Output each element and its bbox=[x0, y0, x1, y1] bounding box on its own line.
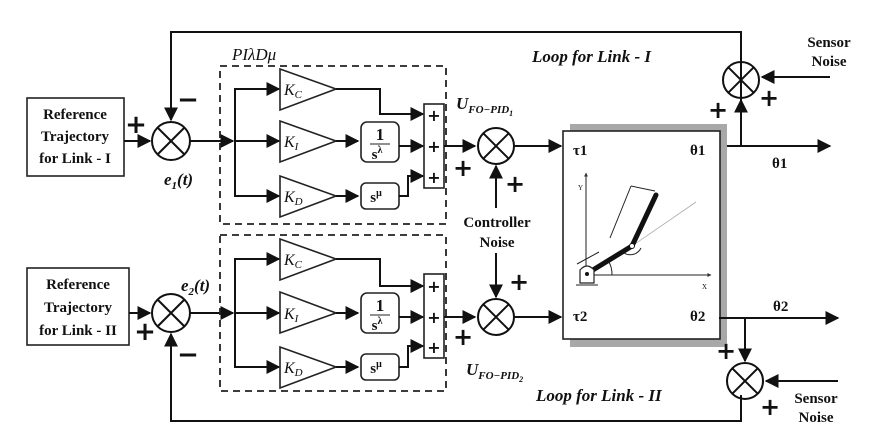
fractional-integrator-1: 1 sλ bbox=[360, 121, 400, 163]
sensor-sign: + bbox=[759, 84, 779, 112]
gain-ki-2: KI bbox=[279, 290, 339, 335]
svg-text:KD: KD bbox=[283, 360, 303, 379]
error-label-1: e1(t) bbox=[164, 170, 193, 192]
svg-text:+: + bbox=[427, 106, 440, 125]
reference-trajectory-block-1: Reference Trajectory for Link - I bbox=[26, 97, 125, 177]
svg-text:1: 1 bbox=[376, 296, 385, 315]
control-sign: + bbox=[453, 323, 473, 351]
error-label-2: e2(t) bbox=[181, 276, 210, 298]
branch-kc bbox=[234, 252, 281, 313]
svg-text:sμ: sμ bbox=[370, 188, 382, 206]
ref-line: Trajectory bbox=[41, 129, 110, 145]
svg-text:sλ: sλ bbox=[372, 145, 383, 163]
gain-kd-2: KD bbox=[279, 345, 339, 390]
kc-to-summer bbox=[336, 88, 425, 121]
fractional-differentiator-2: sμ bbox=[360, 353, 400, 381]
ref-sign: + bbox=[134, 317, 156, 347]
sensor-sign: + bbox=[716, 337, 736, 365]
feedback-path-2 bbox=[164, 332, 742, 422]
svg-text:+: + bbox=[427, 277, 440, 296]
svg-text:1: 1 bbox=[376, 125, 385, 144]
output-theta1-label: θ1 bbox=[772, 156, 787, 172]
gain-kd-1: KD bbox=[279, 174, 339, 219]
torque-2-label: τ2 bbox=[573, 309, 587, 325]
loop-label-1: Loop for Link - I bbox=[531, 47, 652, 66]
sensor-sign: + bbox=[708, 96, 728, 124]
loop-link-1: Reference Trajectory for Link - I + − e1… bbox=[26, 31, 851, 225]
plant-output-2-label: θ2 bbox=[690, 309, 705, 325]
fopid-controller-2 bbox=[219, 234, 447, 392]
sensor-noise-label: Sensor bbox=[794, 391, 838, 407]
sensor-noise-label: Noise bbox=[812, 54, 847, 70]
ref-line: for Link - II bbox=[39, 323, 117, 339]
pid-summer-1: + + + bbox=[423, 103, 445, 189]
sensor-noise-junction-1 bbox=[722, 61, 760, 99]
controller-noise-label: Controller bbox=[463, 215, 531, 231]
controller-noise-label: Noise bbox=[480, 235, 515, 251]
sensor-noise-label: Noise bbox=[799, 410, 834, 426]
svg-text:KD: KD bbox=[283, 189, 303, 208]
branch-kd bbox=[234, 313, 281, 374]
ref-line: for Link - I bbox=[39, 151, 111, 167]
feedback-sign: − bbox=[177, 340, 199, 370]
controller-noise-junction-1 bbox=[477, 127, 515, 165]
svg-text:sλ: sλ bbox=[372, 316, 383, 334]
robot-manipulator-plant: τ1 θ1 τ2 θ2 Y X bbox=[562, 124, 727, 347]
svg-text:+: + bbox=[427, 137, 440, 156]
pid-summer-2: + + + bbox=[423, 273, 445, 359]
error-summing-junction-2 bbox=[151, 293, 191, 333]
plant-output-1-label: θ1 bbox=[690, 143, 705, 159]
controller-noise-junction-2 bbox=[477, 298, 515, 336]
svg-text:KC: KC bbox=[283, 82, 303, 101]
control-sign: + bbox=[505, 170, 525, 198]
control-output-label-1: UFO−PID1 bbox=[456, 94, 513, 118]
reference-trajectory-block-2: Reference Trajectory for Link - II bbox=[26, 267, 130, 346]
torque-1-label: τ1 bbox=[573, 143, 587, 159]
fractional-differentiator-1: sμ bbox=[360, 182, 400, 210]
differentiator-to-summer bbox=[399, 169, 425, 197]
ref-line: Reference bbox=[46, 277, 110, 293]
svg-text:KI: KI bbox=[283, 306, 300, 325]
ref-sign: + bbox=[125, 110, 147, 140]
svg-text:KC: KC bbox=[283, 252, 303, 271]
kc-to-summer bbox=[336, 258, 425, 293]
loop-label-2: Loop for Link - II bbox=[535, 386, 663, 405]
two-link-arm-illustration: Y X bbox=[576, 172, 712, 291]
sensor-noise-label: Sensor bbox=[807, 35, 851, 51]
control-sign: + bbox=[509, 268, 529, 296]
gain-kc-1: KC bbox=[279, 67, 339, 112]
gain-kc-2: KC bbox=[279, 237, 339, 282]
loop-link-2: Reference Trajectory for Link - II + − e… bbox=[26, 234, 840, 426]
error-summing-junction-1 bbox=[151, 121, 191, 161]
sensor-sign: + bbox=[760, 393, 780, 421]
sensor-noise-junction-2 bbox=[726, 362, 764, 400]
controller-block-label: PIλDμ bbox=[231, 45, 276, 64]
svg-text:+: + bbox=[427, 168, 440, 187]
output-theta2-label: θ2 bbox=[773, 299, 788, 315]
differentiator-to-summer bbox=[399, 339, 425, 368]
control-output-label-2: UFO−PID2 bbox=[466, 360, 523, 384]
svg-text:sμ: sμ bbox=[370, 359, 382, 377]
control-sign: + bbox=[453, 154, 473, 182]
svg-text:X: X bbox=[702, 283, 707, 291]
svg-text:KI: KI bbox=[283, 134, 300, 153]
ref-line: Reference bbox=[43, 107, 107, 123]
svg-text:+: + bbox=[427, 338, 440, 357]
branch-kd bbox=[234, 141, 281, 203]
gain-ki-1: KI bbox=[279, 119, 339, 164]
svg-text:Y: Y bbox=[578, 184, 583, 192]
feedback-path-1 bbox=[164, 31, 742, 122]
ref-line: Trajectory bbox=[44, 300, 113, 316]
fractional-integrator-2: 1 sλ bbox=[360, 292, 400, 334]
feedback-sign: − bbox=[177, 85, 199, 115]
branch-kc bbox=[234, 82, 281, 141]
svg-text:+: + bbox=[427, 308, 440, 327]
